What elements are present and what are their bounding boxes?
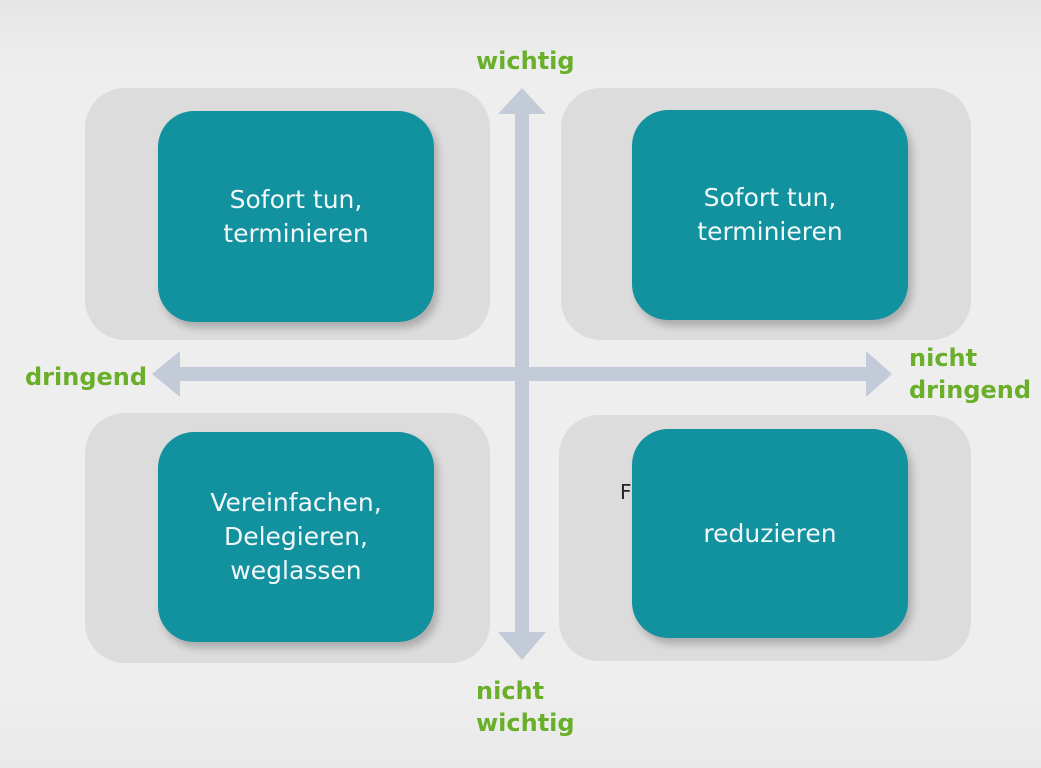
left-arrow-head	[152, 351, 180, 397]
quadrant-text-top-left: Sofort tun, terminieren	[223, 184, 369, 248]
quadrant-text-top-right: Sofort tun, terminieren	[697, 183, 843, 246]
right-arrow-head	[866, 351, 892, 397]
quadrant-text-bottom-left: Vereinfachen, Delegieren, weglassen	[210, 488, 382, 585]
up-arrow-head	[498, 88, 546, 114]
quadrant-box-bottom-right: reduzieren	[632, 429, 908, 638]
horizontal-axis-shaft	[176, 367, 872, 381]
axis-label-right: nicht dringend	[909, 344, 1032, 404]
axis-label-left: dringend	[25, 363, 148, 391]
axis-label-bottom: nicht wichtig	[476, 677, 575, 737]
quadrant-text-bottom-right: reduzieren	[703, 518, 837, 548]
quadrant-box-top-left: Sofort tun, terminieren	[158, 111, 434, 322]
down-arrow-head	[498, 632, 546, 660]
quadrant-box-top-right: Sofort tun, terminieren	[632, 110, 908, 320]
axis-label-top: wichtig	[476, 47, 575, 75]
quadrant-box-bottom-left: Vereinfachen, Delegieren, weglassen	[158, 432, 434, 642]
stray-letter: F	[620, 480, 632, 504]
